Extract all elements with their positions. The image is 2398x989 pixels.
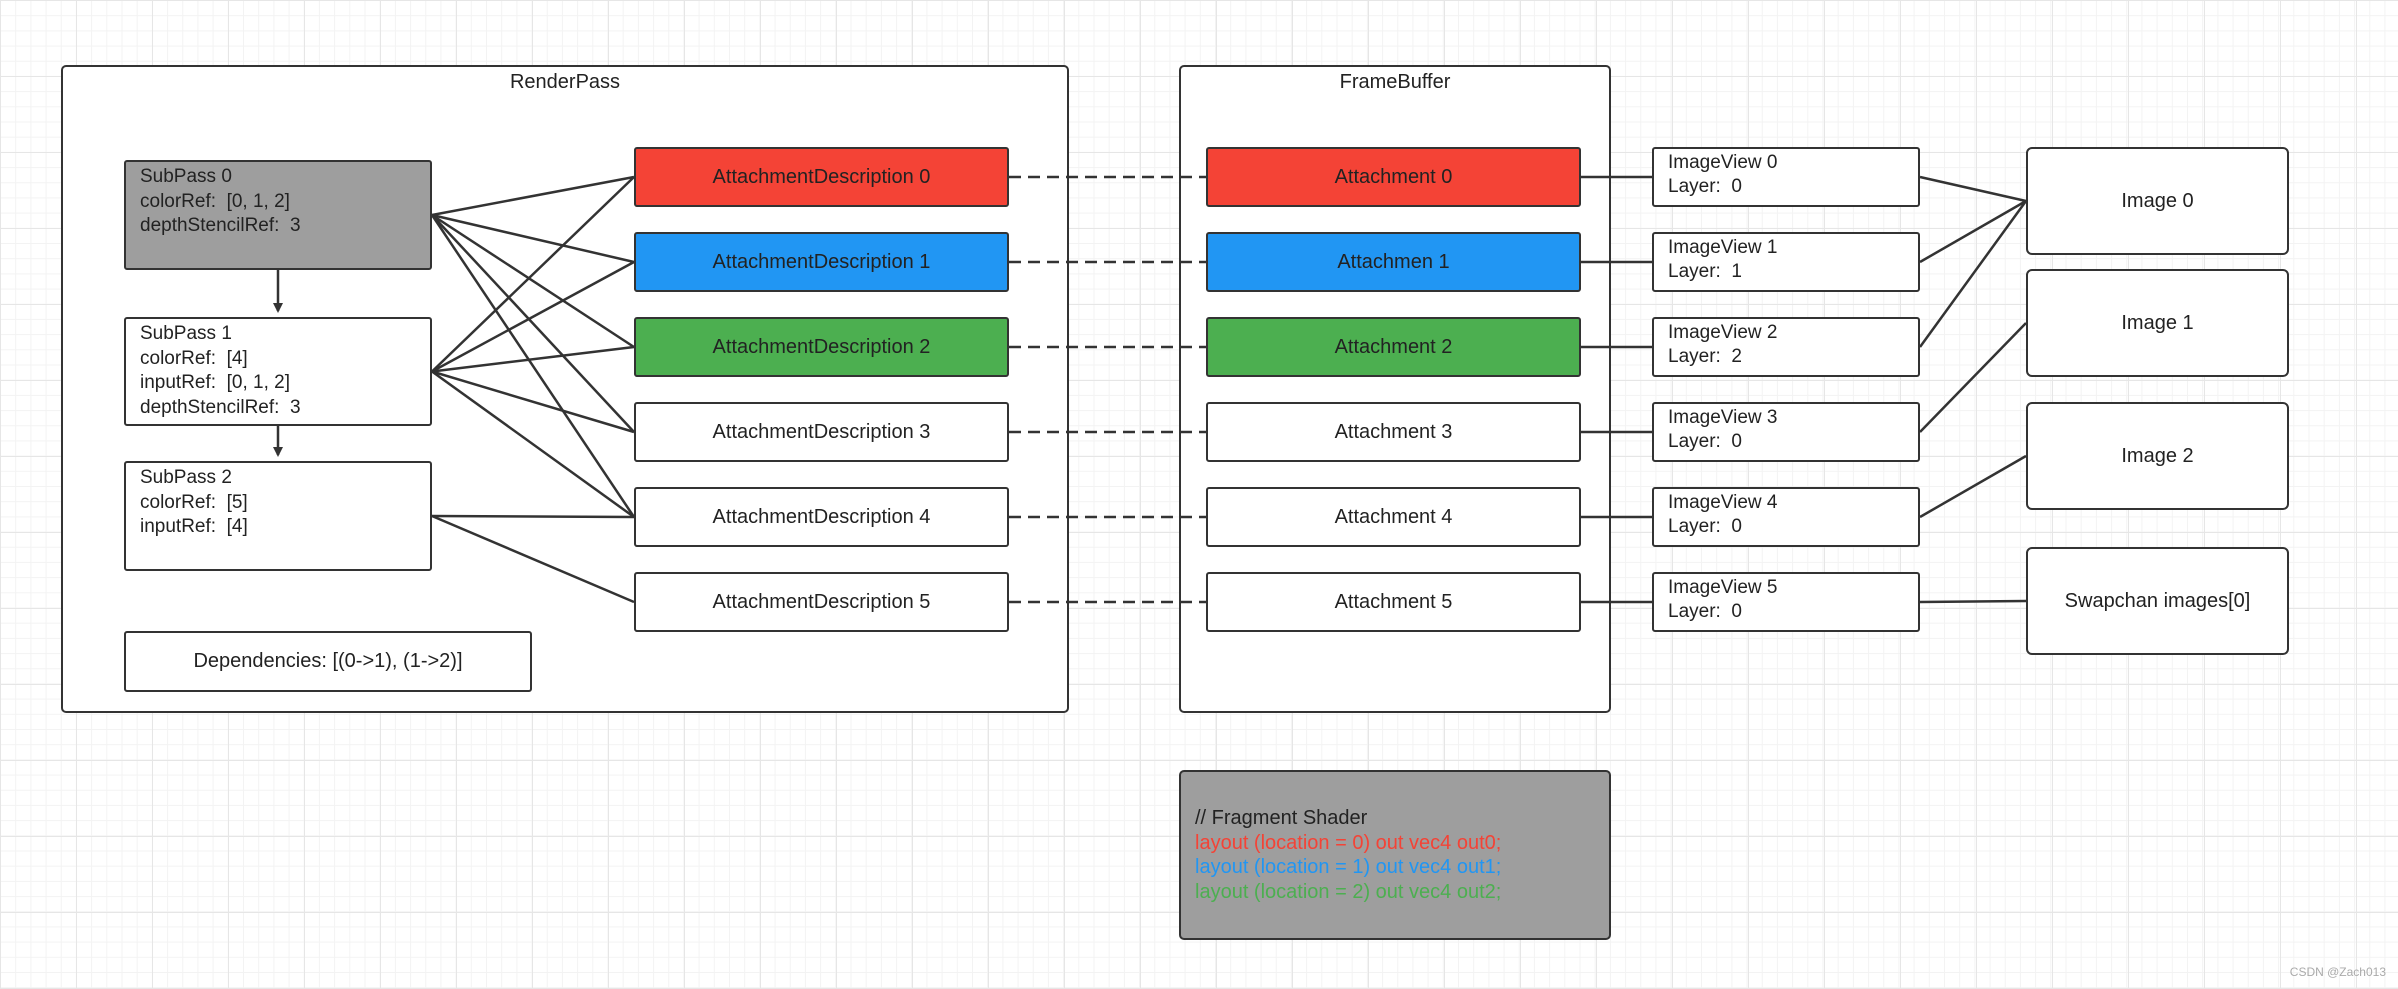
image-3-label: Swapchan images[0] (2064, 589, 2251, 612)
subpass-1-title: SubPass 1 (140, 323, 232, 344)
attachment-description-1[interactable]: AttachmentDescription 1 (634, 232, 1009, 292)
attachment-description-0-label: AttachmentDescription 0 (712, 165, 931, 188)
edge-image-view-1-to-image-0 (1919, 199, 2027, 264)
subpass-2-inputref: inputRef: [4] (140, 516, 248, 537)
image-view-3-layer: Layer: 0 (1668, 431, 1742, 452)
attachment-description-1-label: AttachmentDescription 1 (712, 250, 931, 273)
image-view-0-name: ImageView 0 (1668, 152, 1778, 173)
attachment-4-label: Attachment 4 (1334, 505, 1453, 528)
attachment-description-5-label: AttachmentDescription 5 (712, 590, 931, 613)
image-0-label: Image 0 (2121, 189, 2194, 212)
image-view-1-layer: Layer: 1 (1668, 261, 1742, 282)
edge-image-view-2-to-image-0 (1918, 200, 2028, 348)
image-1[interactable]: Image 1 (2026, 269, 2289, 377)
subpass-0-box[interactable]: SubPass 0 colorRef: [0, 1, 2] depthStenc… (124, 160, 432, 270)
image-view-0-layer: Layer: 0 (1668, 176, 1742, 197)
renderpass-title: RenderPass (509, 71, 621, 93)
image-view-5-layer: Layer: 0 (1668, 601, 1742, 622)
image-view-2-layer: Layer: 2 (1668, 346, 1742, 367)
image-view-4-name: ImageView 4 (1668, 492, 1778, 513)
image-view-4-layer: Layer: 0 (1668, 516, 1742, 537)
edge-image-view-4-to-image-2 (1919, 454, 2027, 519)
image-view-5-name: ImageView 5 (1668, 577, 1778, 598)
image-view-5[interactable]: ImageView 5 Layer: 0 (1652, 572, 1920, 632)
edge-image-view-5-to-image-3 (1919, 599, 2027, 604)
fragment-shader-line-1: layout (location = 1) out vec4 out1; (1195, 856, 1502, 878)
attachment-description-3[interactable]: AttachmentDescription 3 (634, 402, 1009, 462)
subpass-1-depthstencilref: depthStencilRef: 3 (140, 396, 301, 418)
subpass-0-title: SubPass 0 (140, 166, 232, 187)
attachment-4[interactable]: Attachment 4 (1206, 487, 1581, 547)
watermark: CSDN @Zach013 (2289, 965, 2386, 979)
image-0[interactable]: Image 0 (2026, 147, 2289, 255)
image-view-1-name: ImageView 1 (1668, 237, 1778, 258)
attachment-description-4[interactable]: AttachmentDescription 4 (634, 487, 1009, 547)
attachment-0-label: Attachment 0 (1334, 165, 1453, 188)
attachment-0[interactable]: Attachment 0 (1206, 147, 1581, 207)
image-view-3[interactable]: ImageView 3 Layer: 0 (1652, 402, 1920, 462)
attachment-2[interactable]: Attachment 2 (1206, 317, 1581, 377)
image-view-4[interactable]: ImageView 4 Layer: 0 (1652, 487, 1920, 547)
subpass-1-colorref: colorRef: [4] (140, 347, 248, 369)
image-2-label: Image 2 (2121, 444, 2194, 467)
attachment-2-label: Attachment 2 (1334, 335, 1453, 358)
subpass-2-box[interactable]: SubPass 2 colorRef: [5] inputRef: [4] (124, 461, 432, 571)
framebuffer-title: FrameBuffer (1339, 71, 1451, 93)
edge-image-view-3-to-image-1 (1919, 322, 2027, 433)
image-view-2[interactable]: ImageView 2 Layer: 2 (1652, 317, 1920, 377)
subpass-1-box[interactable]: SubPass 1 colorRef: [4] inputRef: [0, 1,… (124, 317, 432, 426)
image-view-1[interactable]: ImageView 1 Layer: 1 (1652, 232, 1920, 292)
subpass-2-title: SubPass 2 (140, 467, 232, 488)
image-1-label: Image 1 (2121, 311, 2194, 334)
attachment-description-2-label: AttachmentDescription 2 (712, 335, 931, 358)
fragment-shader-comment: // Fragment Shader (1195, 807, 1368, 829)
dependencies-box[interactable]: Dependencies: [(0->1), (1->2)] (124, 631, 532, 692)
attachment-description-3-label: AttachmentDescription 3 (712, 420, 931, 443)
edge-image-view-0-to-image-0 (1919, 175, 2027, 203)
image-2[interactable]: Image 2 (2026, 402, 2289, 510)
attachment-1-label: Attachmen 1 (1337, 250, 1450, 273)
attachment-1[interactable]: Attachmen 1 (1206, 232, 1581, 292)
image-view-0[interactable]: ImageView 0 Layer: 0 (1652, 147, 1920, 207)
subpass-1-inputref: inputRef: [0, 1, 2] (140, 372, 290, 393)
attachment-description-0[interactable]: AttachmentDescription 0 (634, 147, 1009, 207)
dependencies-label: Dependencies: [(0->1), (1->2)] (193, 650, 463, 672)
attachment-5[interactable]: Attachment 5 (1206, 572, 1581, 632)
attachment-5-label: Attachment 5 (1334, 590, 1453, 613)
subpass-0-depthstencilref: depthStencilRef: 3 (140, 215, 301, 236)
attachment-description-5[interactable]: AttachmentDescription 5 (634, 572, 1009, 632)
subpass-0-colorref: colorRef: [0, 1, 2] (140, 190, 290, 212)
fragment-shader-line-0: layout (location = 0) out vec4 out0; (1195, 831, 1502, 854)
image-3[interactable]: Swapchan images[0] (2026, 547, 2289, 655)
fragment-shader-box[interactable]: // Fragment Shader layout (location = 0)… (1179, 770, 1611, 940)
subpass-2-colorref: colorRef: [5] (140, 491, 248, 513)
fragment-shader-line-2: layout (location = 2) out vec4 out2; (1195, 880, 1502, 903)
attachment-description-4-label: AttachmentDescription 4 (712, 505, 931, 528)
attachment-3-label: Attachment 3 (1334, 420, 1453, 443)
attachment-description-2[interactable]: AttachmentDescription 2 (634, 317, 1009, 377)
image-view-2-name: ImageView 2 (1668, 322, 1778, 343)
image-view-3-name: ImageView 3 (1668, 407, 1778, 428)
attachment-3[interactable]: Attachment 3 (1206, 402, 1581, 462)
